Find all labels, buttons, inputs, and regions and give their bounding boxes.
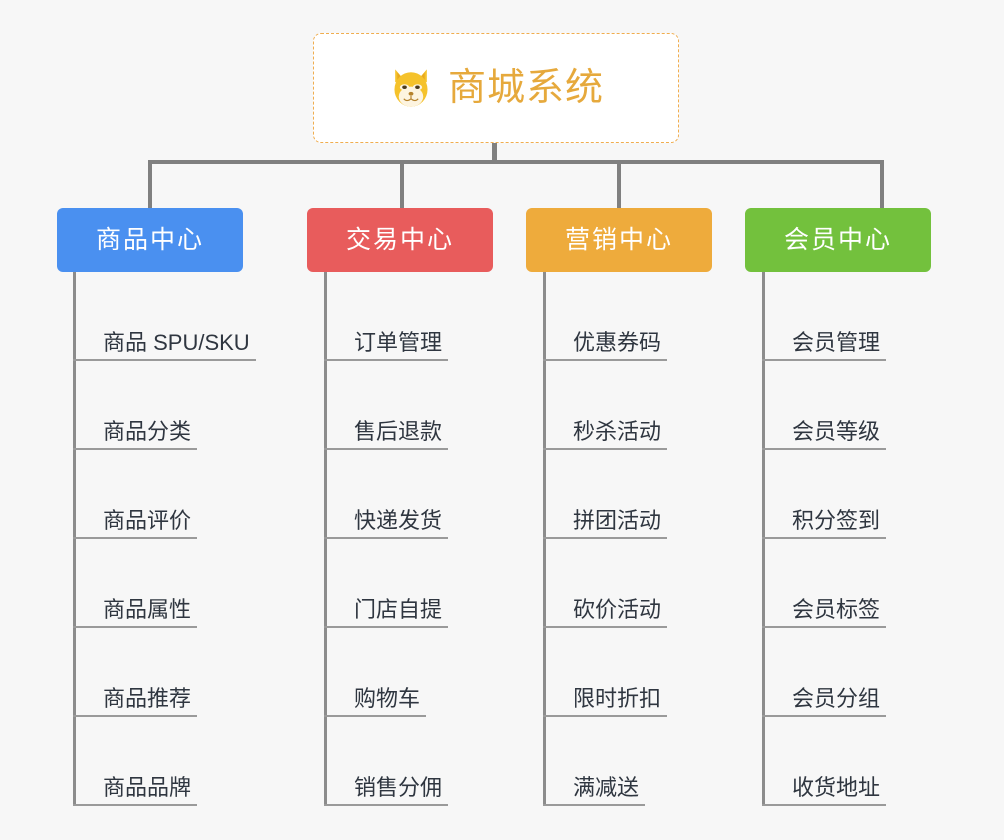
leaf-label: 商品品牌 — [103, 774, 192, 800]
leaf-underline — [762, 804, 886, 806]
leaf-underline — [762, 626, 886, 628]
leaf-row[interactable]: 优惠券码 — [543, 272, 667, 361]
connector-drop-1 — [148, 160, 152, 210]
leaf-underline — [762, 448, 886, 450]
branch-trunk — [543, 272, 546, 806]
leaf-row[interactable]: 商品分类 — [73, 361, 197, 450]
leaf-underline — [762, 715, 886, 717]
leaf-row[interactable]: 商品推荐 — [73, 628, 197, 717]
leaf-row[interactable]: 商品属性 — [73, 539, 197, 628]
leaf-underline — [73, 359, 256, 361]
leaf-label: 门店自提 — [354, 596, 443, 622]
branch-trunk — [762, 272, 765, 806]
leaf-underline — [543, 448, 667, 450]
category-box-交易中心[interactable]: 交易中心 — [307, 208, 493, 272]
leaf-underline — [543, 537, 667, 539]
leaf-row[interactable]: 门店自提 — [324, 539, 448, 628]
leaf-underline — [324, 715, 426, 717]
leaf-row[interactable]: 收货地址 — [762, 717, 886, 806]
connector-root-stem — [492, 143, 497, 164]
leaf-row[interactable]: 商品品牌 — [73, 717, 197, 806]
leaf-underline — [543, 359, 667, 361]
leaf-label: 积分签到 — [792, 507, 881, 533]
category-box-会员中心[interactable]: 会员中心 — [745, 208, 931, 272]
leaf-label: 售后退款 — [354, 418, 443, 444]
connector-drop-3 — [617, 160, 621, 210]
leaf-underline — [73, 715, 197, 717]
leaf-label: 商品推荐 — [103, 685, 192, 711]
leaf-label: 优惠券码 — [573, 329, 662, 355]
shiba-dog-face-icon — [394, 69, 428, 109]
connector-horizontal-bus — [148, 160, 884, 164]
leaf-underline — [324, 537, 448, 539]
leaf-label: 砍价活动 — [573, 596, 662, 622]
leaf-row[interactable]: 商品评价 — [73, 450, 197, 539]
leaf-row[interactable]: 会员标签 — [762, 539, 886, 628]
leaf-label: 商品评价 — [103, 507, 192, 533]
leaf-label: 收货地址 — [792, 774, 881, 800]
category-box-商品中心[interactable]: 商品中心 — [57, 208, 243, 272]
leaf-label: 会员分组 — [792, 685, 881, 711]
category-label: 商品中心 — [95, 225, 204, 254]
leaf-underline — [324, 626, 448, 628]
leaf-row[interactable]: 快递发货 — [324, 450, 448, 539]
leaf-row[interactable]: 会员等级 — [762, 361, 886, 450]
leaf-label: 满减送 — [573, 774, 640, 800]
leaf-row[interactable]: 满减送 — [543, 717, 645, 806]
leaf-underline — [324, 359, 448, 361]
leaf-underline — [543, 626, 667, 628]
category-label: 交易中心 — [345, 225, 454, 254]
leaf-label: 会员管理 — [792, 329, 881, 355]
leaf-label: 订单管理 — [354, 329, 443, 355]
leaf-row[interactable]: 砍价活动 — [543, 539, 667, 628]
leaf-underline — [73, 537, 197, 539]
leaf-row[interactable]: 限时折扣 — [543, 628, 667, 717]
leaf-row[interactable]: 销售分佣 — [324, 717, 448, 806]
leaf-underline — [324, 804, 448, 806]
category-label: 会员中心 — [783, 225, 892, 254]
leaf-label: 购物车 — [354, 685, 421, 711]
leaf-row[interactable]: 积分签到 — [762, 450, 886, 539]
leaf-row[interactable]: 会员管理 — [762, 272, 886, 361]
leaf-row[interactable]: 拼团活动 — [543, 450, 667, 539]
category-box-营销中心[interactable]: 营销中心 — [526, 208, 712, 272]
root-title: 商城系统 — [447, 67, 604, 109]
branch-trunk — [324, 272, 327, 806]
leaf-row[interactable]: 会员分组 — [762, 628, 886, 717]
leaf-row[interactable]: 秒杀活动 — [543, 361, 667, 450]
leaf-underline — [543, 715, 667, 717]
branch-trunk — [73, 272, 76, 806]
leaf-row[interactable]: 订单管理 — [324, 272, 448, 361]
root-node[interactable]: 商城系统 — [313, 33, 679, 143]
leaf-label: 商品属性 — [103, 596, 192, 622]
leaf-underline — [762, 359, 886, 361]
leaf-row[interactable]: 购物车 — [324, 628, 426, 717]
connector-drop-2 — [400, 160, 404, 210]
category-label: 营销中心 — [564, 225, 673, 254]
leaf-underline — [73, 448, 197, 450]
leaf-label: 商品 SPU/SKU — [103, 329, 250, 355]
leaf-row[interactable]: 商品 SPU/SKU — [73, 272, 256, 361]
leaf-label: 商品分类 — [103, 418, 192, 444]
leaf-label: 会员标签 — [792, 596, 881, 622]
leaf-underline — [73, 804, 197, 806]
leaf-underline — [73, 626, 197, 628]
leaf-label: 秒杀活动 — [573, 418, 662, 444]
leaf-underline — [543, 804, 645, 806]
leaf-label: 限时折扣 — [573, 685, 662, 711]
leaf-label: 快递发货 — [354, 507, 443, 533]
leaf-row[interactable]: 售后退款 — [324, 361, 448, 450]
leaf-underline — [324, 448, 448, 450]
leaf-label: 拼团活动 — [573, 507, 662, 533]
connector-drop-4 — [880, 160, 884, 210]
leaf-underline — [762, 537, 886, 539]
leaf-label: 会员等级 — [792, 418, 881, 444]
leaf-label: 销售分佣 — [354, 774, 443, 800]
